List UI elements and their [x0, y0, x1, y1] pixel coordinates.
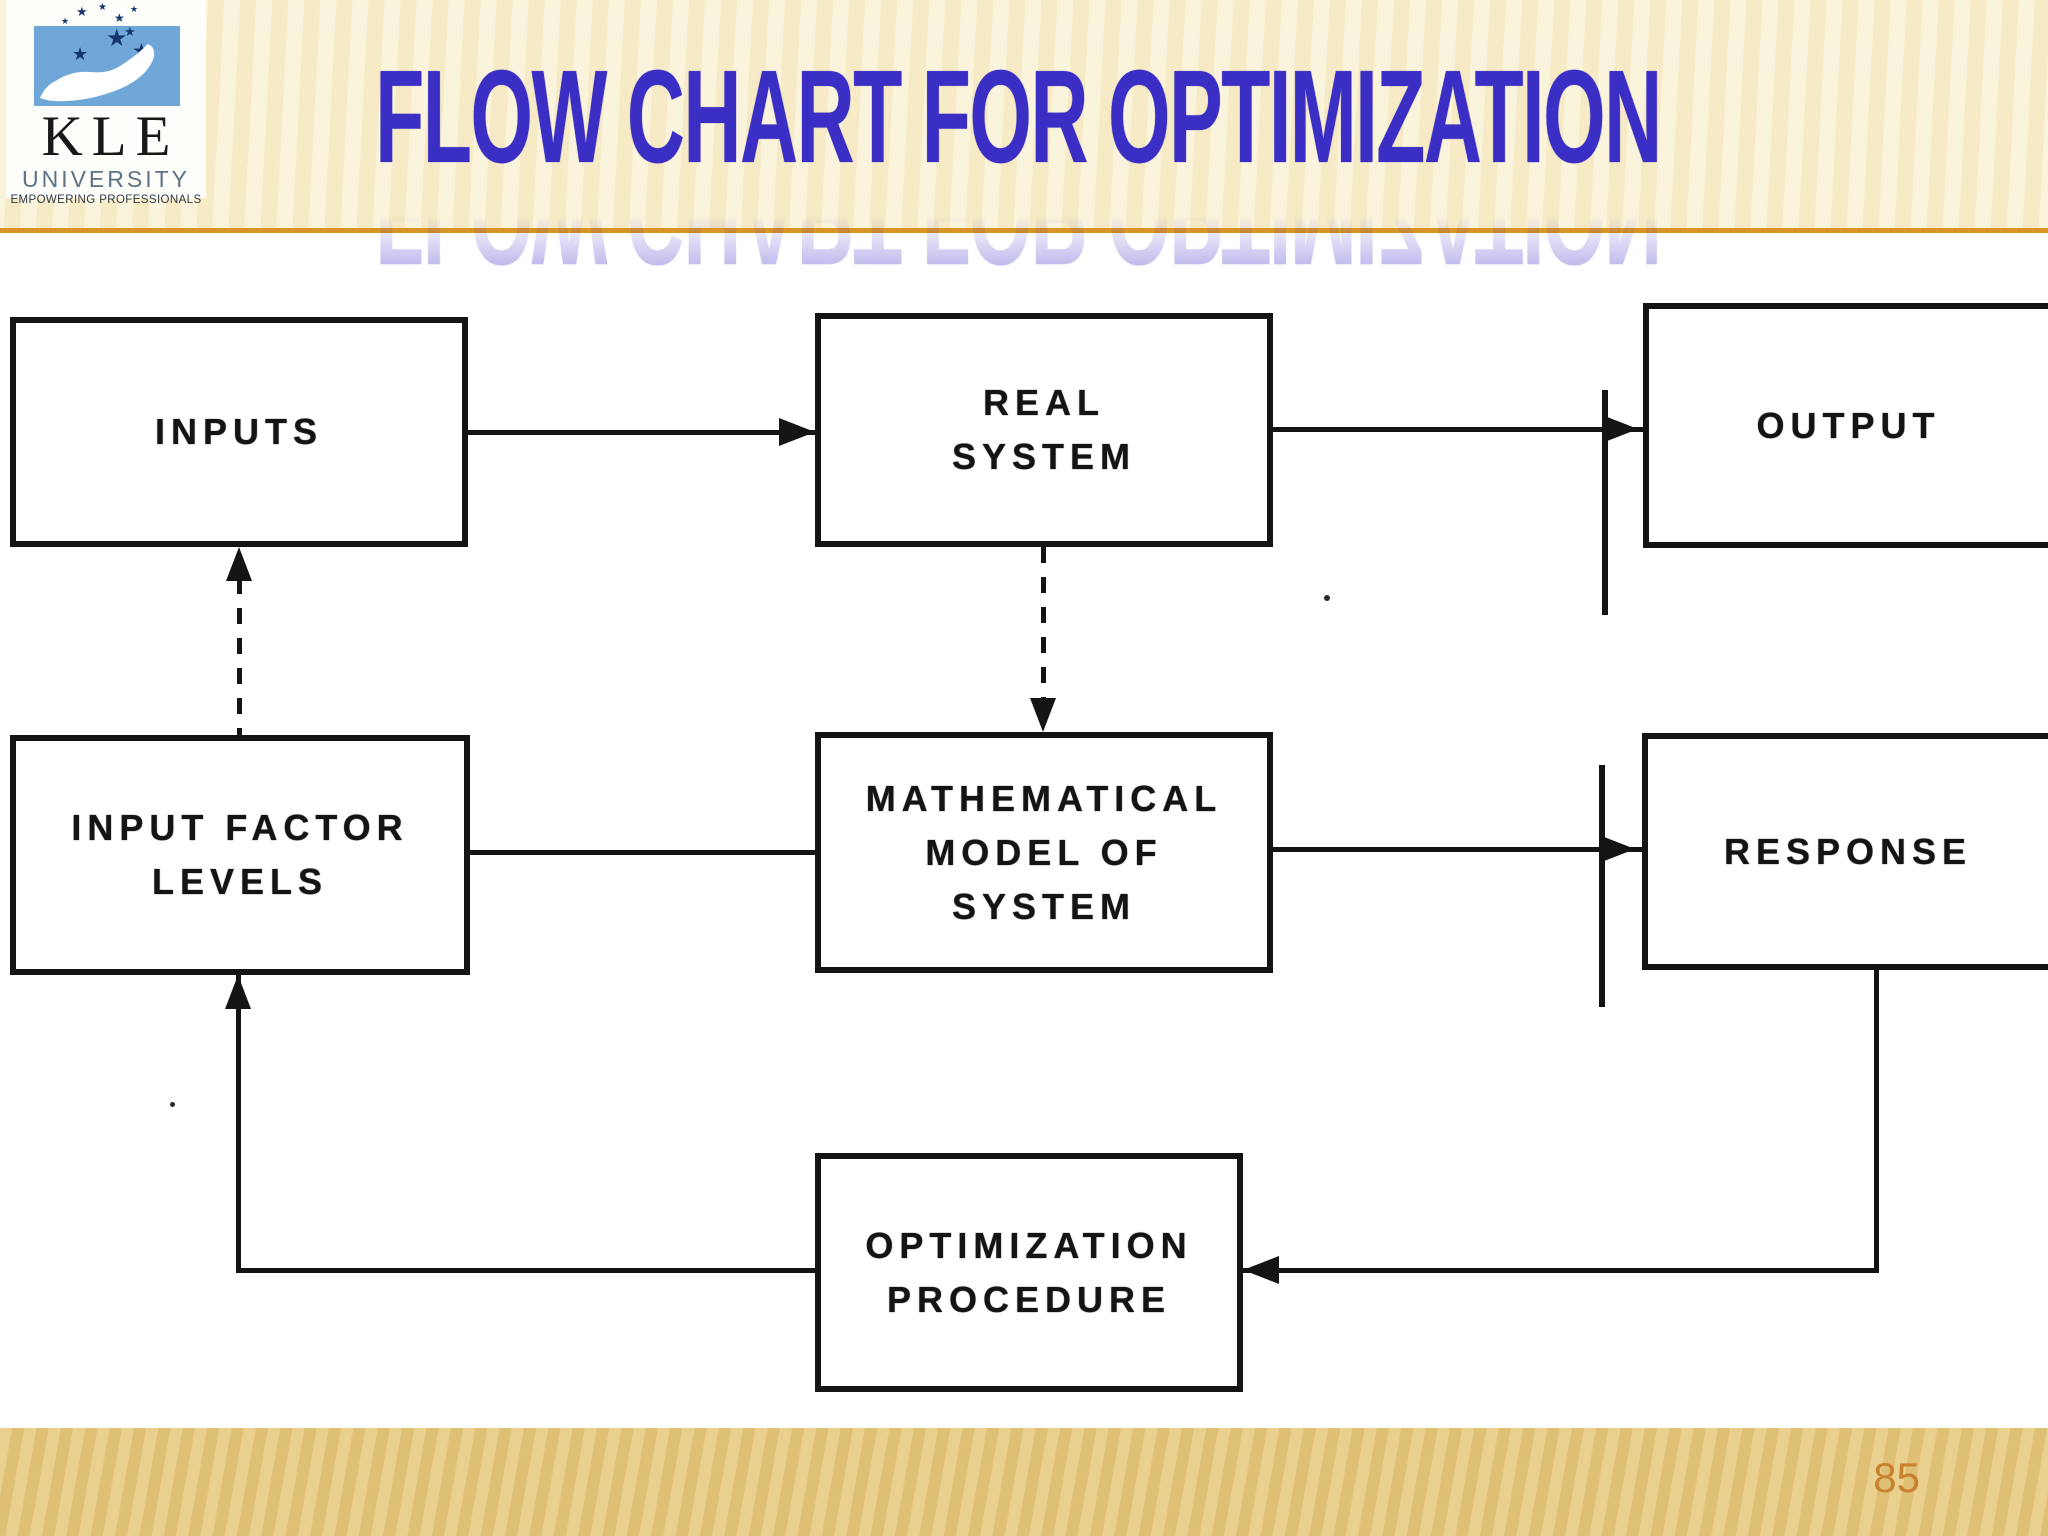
header-band: FLOW CHART FOR OPTIMIZATION	[0, 0, 2048, 233]
edge-response-to-optimization-arrowhead	[1243, 1256, 1279, 1284]
svg-text:★: ★	[98, 2, 107, 13]
edge-input-factor-to-inputs-arrowhead	[226, 547, 252, 581]
node-optimization-procedure-label: OPTIMIZATION PROCEDURE	[865, 1224, 1193, 1320]
hand-and-stars-icon: ★ ★ ★ ★ ★ ★ ★ ★ ★	[34, 2, 180, 106]
edge-real-system-to-output-arrowhead	[1602, 415, 1638, 443]
edge-real-system-to-math-model-dashed-line	[1041, 547, 1046, 702]
node-mathematical-model: MATHEMATICAL MODEL OF SYSTEM	[815, 732, 1273, 973]
node-input-factor-levels-label: INPUT FACTOR LEVELS	[71, 807, 409, 902]
edge-input-factor-to-inputs-dashed-line	[237, 578, 242, 735]
edge-inputs-to-real-system-arrowhead	[779, 418, 815, 446]
edge-real-system-to-math-model-arrowhead	[1030, 698, 1056, 732]
node-input-factor-levels: INPUT FACTOR LEVELS	[10, 735, 470, 975]
node-mathematical-model-label: MATHEMATICAL MODEL OF SYSTEM	[865, 777, 1223, 927]
svg-text:★: ★	[124, 24, 136, 39]
svg-text:★: ★	[106, 25, 128, 52]
node-output: OUTPUT	[1643, 303, 2048, 548]
logo-tagline: EMPOWERING PROFESSIONALS	[10, 194, 202, 207]
node-response: RESPONSE	[1642, 733, 2048, 970]
edge-inputs-to-real-system-line	[468, 430, 815, 435]
node-inputs-label: INPUTS	[154, 411, 323, 452]
svg-text:★: ★	[61, 16, 69, 26]
edge-math-model-to-response-line	[1273, 847, 1642, 852]
page-title: FLOW CHART FOR OPTIMIZATION	[375, 43, 1662, 192]
edge-real-system-to-output-line	[1273, 427, 1643, 432]
edge-math-model-to-response-arrowhead	[1599, 835, 1635, 863]
svg-text:★: ★	[72, 44, 88, 64]
edge-optimization-to-input-factor-arrowhead	[225, 975, 251, 1009]
edge-optimization-to-input-factor-vline	[236, 975, 241, 1273]
scan-artifact-dot	[1324, 595, 1330, 601]
edge-response-to-optimization-vline	[1874, 970, 1879, 1273]
svg-text:★: ★	[130, 4, 138, 14]
edge-input-factor-levels-to-math-model-line	[470, 850, 815, 855]
node-real-system-label: REAL SYSTEM	[951, 382, 1137, 477]
edge-real-system-to-output-bar	[1602, 390, 1608, 615]
logo-institution: UNIVERSITY	[21, 166, 191, 192]
edge-math-model-to-response-bar	[1599, 765, 1605, 1007]
node-response-label: RESPONSE	[1723, 830, 1973, 872]
footer-band: 85	[0, 1428, 2048, 1536]
node-inputs: INPUTS	[10, 317, 468, 547]
logo-acronym: KLE	[41, 105, 180, 168]
edge-response-to-optimization-hline	[1243, 1268, 1879, 1273]
page-number: 85	[1873, 1454, 1920, 1501]
node-output-label: OUTPUT	[1756, 404, 1941, 446]
node-optimization-procedure: OPTIMIZATION PROCEDURE	[815, 1153, 1243, 1392]
node-real-system: REAL SYSTEM	[815, 313, 1273, 547]
page-title-wrap: FLOW CHART FOR OPTIMIZATION	[73, 50, 1964, 185]
svg-text:★: ★	[114, 11, 125, 25]
edge-optimization-to-input-factor-hline	[238, 1268, 815, 1273]
svg-text:★: ★	[76, 4, 88, 19]
kle-university-logo: ★ ★ ★ ★ ★ ★ ★ ★ ★ KLE UNIVERSITY EMPOWER…	[6, 0, 206, 206]
scan-artifact-dot	[170, 1102, 175, 1107]
